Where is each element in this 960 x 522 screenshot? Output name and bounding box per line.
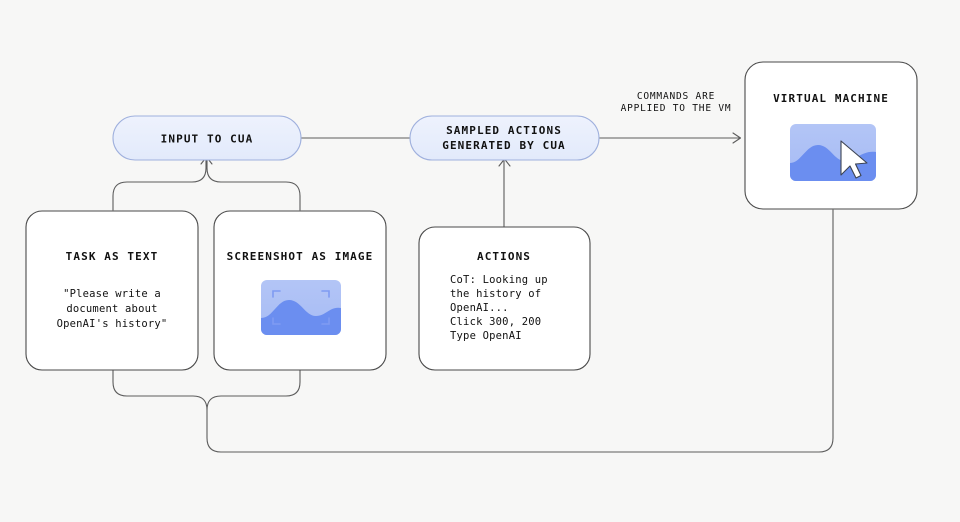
sampled-pill-label-line1: SAMPLED ACTIONS <box>446 124 562 137</box>
actions-box-body-line-2: OpenAI... <box>450 302 509 314</box>
actions-box-title: ACTIONS <box>477 250 531 263</box>
mouse-cursor-icon <box>840 140 868 179</box>
vm-box-title: VIRTUAL MACHINE <box>773 92 889 105</box>
task-box-body-line-0: "Please write a <box>63 288 161 300</box>
node-sampled-actions[interactable]: SAMPLED ACTIONS GENERATED BY CUA <box>409 115 600 161</box>
connector-vm-feedback-loop <box>112 209 834 453</box>
edge-label-commands: COMMANDS ARE APPLIED TO THE VM <box>621 91 732 114</box>
input-pill-shape <box>112 115 302 161</box>
connector-feedback-branch-screenshot <box>206 369 301 411</box>
connector-task-to-input <box>112 157 207 211</box>
actions-box-body-line-3: Click 300, 200 <box>450 316 541 328</box>
actions-box-shape <box>418 226 591 371</box>
sampled-pill-label-line2: GENERATED BY CUA <box>442 139 566 152</box>
screenshot-thumbnail-icon <box>261 280 341 335</box>
actions-box-body-line-0: CoT: Looking up <box>450 274 548 286</box>
screenshot-box-title: SCREENSHOT AS IMAGE <box>227 250 374 263</box>
node-input-to-cua[interactable]: INPUT TO CUA <box>112 115 302 161</box>
node-screenshot-as-image[interactable]: SCREENSHOT AS IMAGE <box>213 210 387 371</box>
task-box-title: TASK AS TEXT <box>66 250 159 263</box>
task-box-body-line-1: document about <box>66 303 157 315</box>
vm-screen-icon <box>790 124 876 181</box>
actions-box-body-line-1: the history of <box>450 288 541 300</box>
task-box-body-line-2: OpenAI's history" <box>57 318 168 330</box>
node-virtual-machine[interactable]: VIRTUAL MACHINE <box>744 61 918 210</box>
connector-screenshot-to-input <box>206 157 301 211</box>
sampled-pill-shape <box>409 115 600 161</box>
input-pill-label: INPUT TO CUA <box>161 133 254 146</box>
task-box-shape <box>25 210 199 371</box>
actions-box-body-line-4: Type OpenAI <box>450 330 522 342</box>
node-task-as-text[interactable]: TASK AS TEXT "Please write a document ab… <box>25 210 199 371</box>
node-actions[interactable]: ACTIONS CoT: Looking up the history of O… <box>418 226 591 371</box>
commands-label-line2: APPLIED TO THE VM <box>621 103 732 114</box>
arrowhead-into-vm <box>732 132 742 144</box>
commands-label-line1: COMMANDS ARE <box>637 91 715 102</box>
